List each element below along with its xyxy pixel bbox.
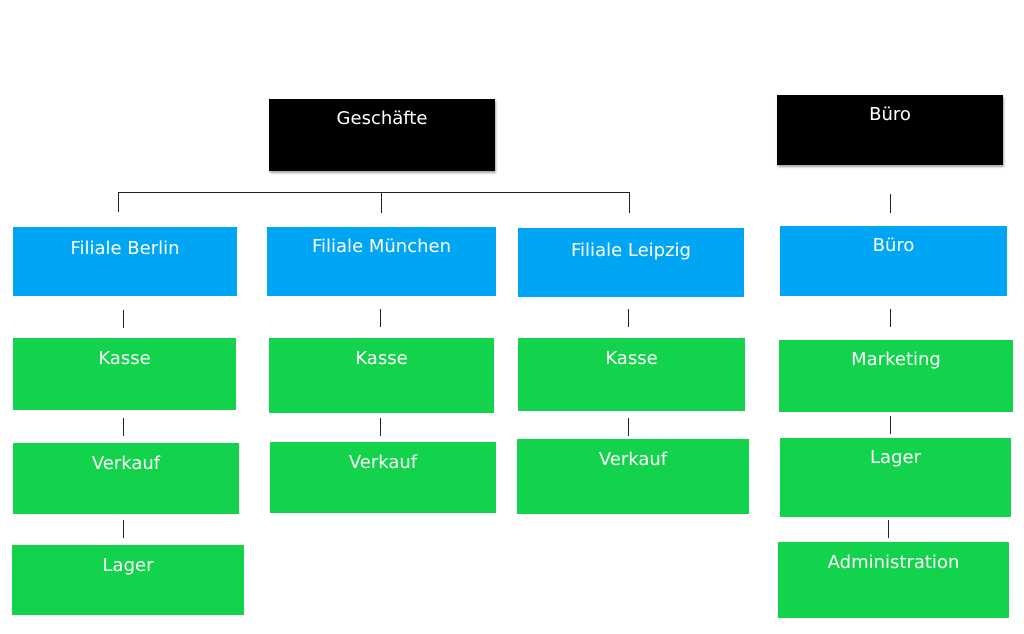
header-shops-label: Geschäfte (336, 108, 428, 129)
department-label: Kasse (355, 348, 408, 369)
branch-office-label: Büro (872, 235, 915, 256)
department-label: Verkauf (598, 449, 668, 470)
connector-horizontal (118, 192, 630, 193)
header-shops: Geschäfte (269, 99, 495, 171)
connector-drop-berlin (118, 192, 119, 212)
connector-berlin-lager (123, 520, 124, 538)
branch-berlin-label: Filiale Berlin (70, 238, 180, 259)
department-label: Kasse (98, 348, 151, 369)
department-muenchen-kasse: Kasse (269, 338, 494, 413)
department-label: Kasse (605, 348, 658, 369)
connector-leipzig-verkauf (628, 418, 629, 436)
department-label: Administration (827, 552, 960, 573)
department-label: Marketing (851, 349, 941, 370)
department-label: Verkauf (348, 452, 418, 473)
department-leipzig-kasse: Kasse (518, 338, 745, 411)
department-berlin-lager: Lager (12, 545, 244, 615)
department-berlin-kasse: Kasse (13, 338, 236, 410)
connector-office-lager (890, 416, 891, 434)
branch-leipzig-label: Filiale Leipzig (571, 240, 691, 261)
department-label: Verkauf (91, 453, 161, 474)
connector-berlin-kasse (123, 310, 124, 328)
department-label: Lager (870, 447, 921, 468)
connector-office-administration (888, 520, 889, 538)
connector-drop-muenchen (381, 192, 382, 213)
connector-drop-leipzig (629, 192, 630, 213)
department-office-administration: Administration (778, 542, 1009, 618)
header-office-label: Büro (869, 104, 911, 125)
connector-office-header-branch (890, 194, 891, 213)
connector-leipzig-kasse (628, 309, 629, 327)
connector-muenchen-kasse (380, 309, 381, 327)
connector-muenchen-verkauf (380, 418, 381, 436)
department-leipzig-verkauf: Verkauf (517, 439, 749, 514)
branch-muenchen: Filiale München (267, 227, 496, 296)
department-berlin-verkauf: Verkauf (13, 443, 239, 514)
branch-berlin: Filiale Berlin (13, 227, 237, 296)
connector-berlin-verkauf (123, 418, 124, 436)
department-label: Lager (102, 555, 154, 576)
department-office-marketing: Marketing (779, 340, 1013, 412)
branch-leipzig: Filiale Leipzig (518, 228, 744, 297)
branch-office: Büro (780, 226, 1007, 296)
header-office: Büro (777, 95, 1003, 165)
branch-muenchen-label: Filiale München (311, 236, 451, 257)
connector-office-marketing (890, 309, 891, 327)
department-office-lager: Lager (780, 438, 1011, 517)
department-muenchen-verkauf: Verkauf (270, 442, 496, 513)
